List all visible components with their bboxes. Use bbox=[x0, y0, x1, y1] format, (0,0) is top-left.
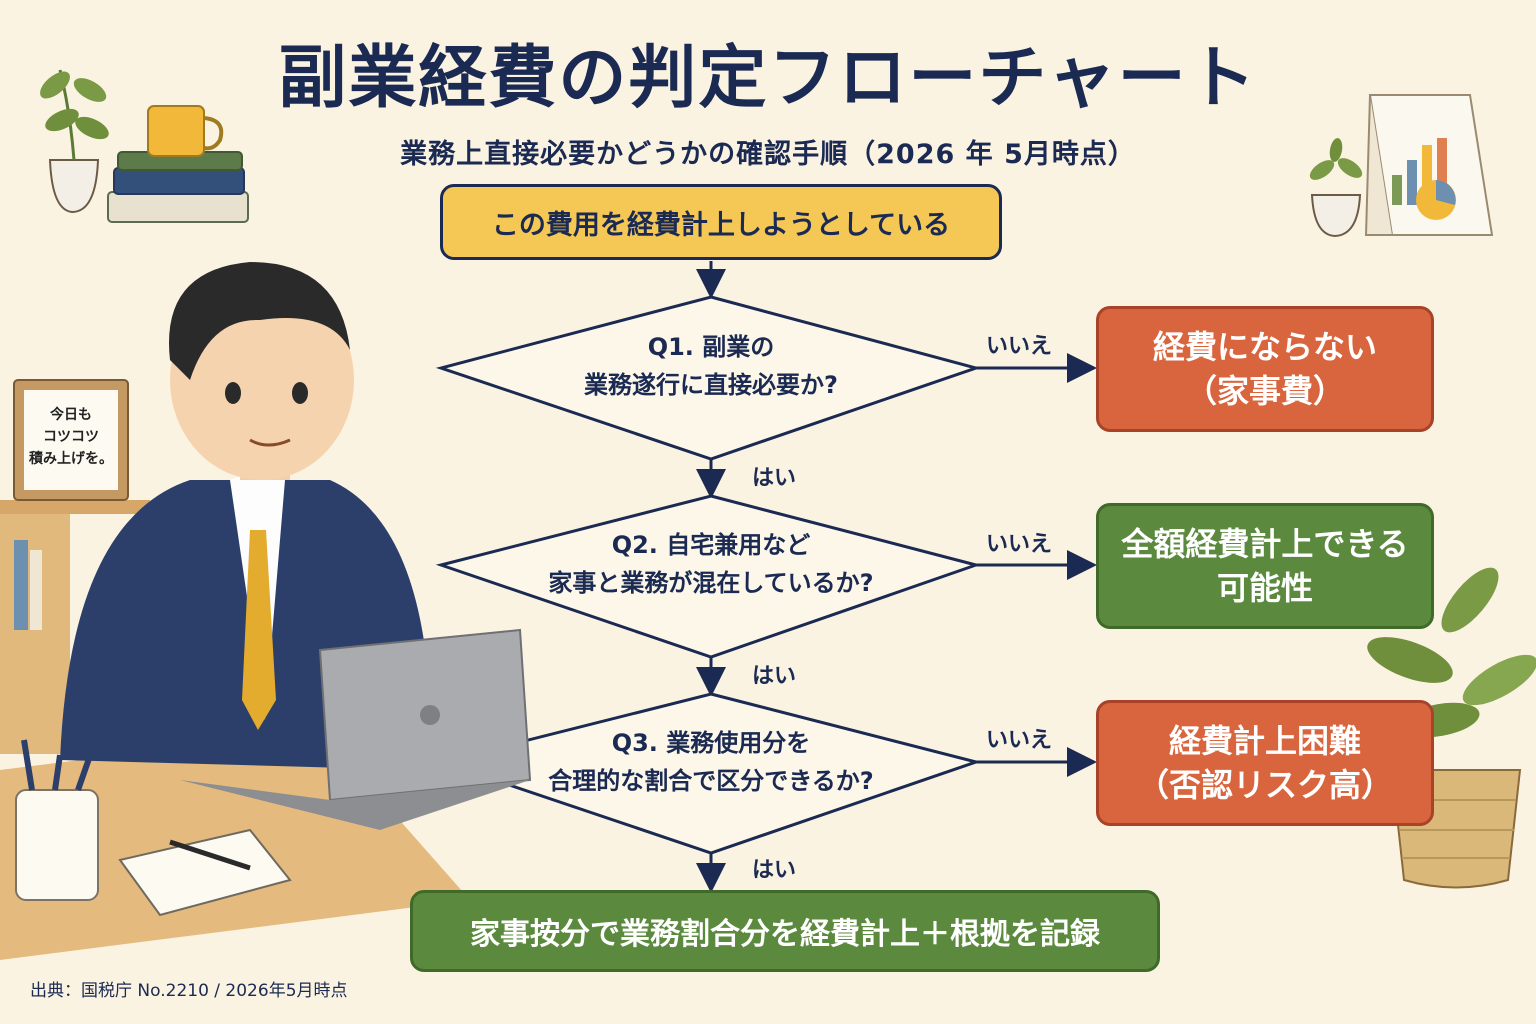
diamond-q3 bbox=[435, 692, 982, 855]
result-box-q3: 経費計上困難 （否認リスク高） bbox=[1096, 700, 1434, 826]
question-q2-line1: Q2. 自宅兼用など bbox=[611, 531, 811, 559]
page-title: 副業経費の判定フローチャート bbox=[278, 39, 1258, 118]
question-q3-line2: 合理的な割合で区分できるか? bbox=[548, 767, 874, 795]
diamond-q2 bbox=[435, 494, 982, 659]
label-no-q3: いいえ bbox=[986, 728, 1053, 753]
frame-note: 今日も コツコツ 積み上げを。 bbox=[24, 404, 118, 470]
question-q3: Q3. 業務使用分を 合理的な割合で区分できるか? bbox=[511, 724, 911, 800]
pen-cup-illustration bbox=[15, 739, 99, 901]
frame-note-line2: コツコツ bbox=[43, 429, 99, 445]
plant-illustration-left bbox=[40, 69, 109, 214]
result-q2-line2: 可能性 bbox=[1216, 569, 1313, 607]
final-box: 家事按分で業務割合分を経費計上＋根拠を記録 bbox=[410, 890, 1160, 972]
question-q1-line1: Q1. 副業の bbox=[647, 333, 775, 361]
question-q2-line2: 家事と業務が混在しているか? bbox=[548, 569, 874, 597]
small-plant-illustration-right bbox=[1309, 138, 1363, 238]
result-q3-line1: 経費計上困難 bbox=[1168, 722, 1361, 760]
desk-calendar-illustration bbox=[1364, 94, 1494, 236]
laptop-illustration bbox=[180, 628, 532, 830]
result-box-q1: 経費にならない （家事費） bbox=[1096, 306, 1434, 432]
label-yes-q1: はい bbox=[752, 466, 797, 491]
page-subtitle: 業務上直接必要かどうかの確認手順（2026 年 5月時点） bbox=[400, 139, 1136, 170]
label-no-q2: いいえ bbox=[986, 532, 1053, 557]
books-and-mug-illustration bbox=[107, 105, 249, 223]
result-q1-line2: （家事費） bbox=[1184, 372, 1345, 410]
source-note: 出典：国税庁 No.2210 / 2026年5月時点 bbox=[30, 981, 348, 1001]
shelf-illustration bbox=[0, 500, 150, 754]
question-q3-line1: Q3. 業務使用分を bbox=[611, 729, 811, 757]
question-q2: Q2. 自宅兼用など 家事と業務が混在しているか? bbox=[511, 526, 911, 602]
label-no-q1: いいえ bbox=[986, 334, 1053, 359]
frame-note-line3: 積み上げを。 bbox=[29, 451, 113, 467]
notebook-illustration bbox=[118, 828, 292, 917]
diamond-q1 bbox=[435, 295, 982, 461]
result-q1-line1: 経費にならない bbox=[1152, 328, 1377, 366]
question-q1-line2: 業務遂行に直接必要か? bbox=[584, 371, 838, 399]
label-yes-q3: はい bbox=[752, 858, 797, 883]
start-box: この費用を経費計上しようとしている bbox=[440, 184, 1002, 260]
frame-note-line1: 今日も bbox=[50, 407, 92, 423]
question-q1: Q1. 副業の 業務遂行に直接必要か? bbox=[531, 328, 891, 404]
result-q3-line2: （否認リスク高） bbox=[1136, 766, 1393, 804]
result-box-q2: 全額経費計上できる 可能性 bbox=[1096, 503, 1434, 629]
label-yes-q2: はい bbox=[752, 664, 797, 689]
photo-frame-illustration bbox=[13, 379, 129, 501]
result-q2-line1: 全額経費計上できる bbox=[1121, 525, 1409, 563]
